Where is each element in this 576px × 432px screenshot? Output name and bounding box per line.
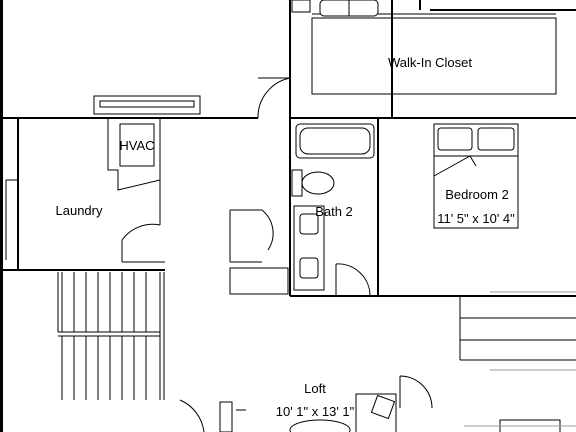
laundry-wall xyxy=(5,179,165,263)
room-name-bath-2: Bath 2 xyxy=(315,204,353,219)
closet-fixture xyxy=(291,0,379,17)
room-name-loft: Loft xyxy=(304,381,326,396)
room-name-bedroom-2: Bedroom 2 xyxy=(445,187,509,202)
sink-icon xyxy=(293,205,325,291)
door-swing-icon xyxy=(121,77,433,432)
bedroom-closet xyxy=(459,291,576,371)
room-name-hvac: HVAC xyxy=(119,138,154,153)
wall-cabinet xyxy=(93,95,201,115)
toilet-icon xyxy=(291,169,335,197)
room-labels: Walk-In Closet HVAC Laundry Bath 2 Bedro… xyxy=(56,55,516,419)
room-name-laundry: Laundry xyxy=(56,203,103,218)
room-dimensions-bedroom-2: 11' 5" x 10' 4" xyxy=(437,211,515,226)
closet-shelf xyxy=(311,13,557,95)
room-name-walk-in-closet: Walk-In Closet xyxy=(388,55,472,70)
hvac-closet xyxy=(107,118,161,191)
room-dimensions-loft: 10' 1" x 13' 1" xyxy=(276,404,355,419)
loft-furniture xyxy=(219,393,576,432)
stairs-icon xyxy=(57,272,165,400)
bed-icon xyxy=(433,123,519,229)
bathtub-icon xyxy=(295,123,375,159)
